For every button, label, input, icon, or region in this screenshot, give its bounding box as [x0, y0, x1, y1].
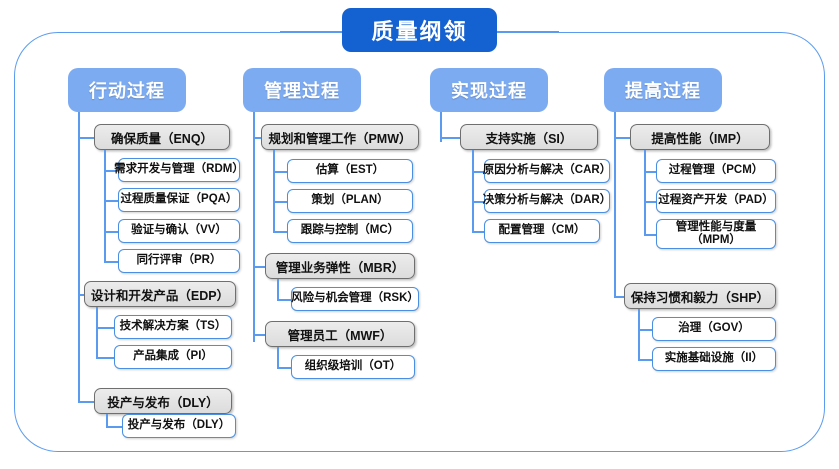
leaf-connector-1-0-1 [273, 201, 287, 203]
group-box-2-0[interactable]: 支持实施（SI） [460, 124, 598, 150]
column-header-2[interactable]: 实现过程 [430, 68, 548, 112]
leaf-connector-3-1-1 [638, 359, 652, 361]
leaf-box-1-0-2[interactable]: 跟踪与控制（MC） [287, 219, 413, 243]
group-box-1-0[interactable]: 规划和管理工作（PMW） [261, 124, 419, 150]
group-box-0-0[interactable]: 确保质量（ENQ） [94, 124, 230, 150]
title-connector-left [280, 31, 344, 33]
column-spine-0 [78, 112, 80, 402]
leaf-connector-0-1-1 [96, 357, 114, 359]
leaf-box-3-0-2[interactable]: 管理性能与度量（MPM） [656, 219, 776, 249]
group-spine-1-2 [277, 347, 279, 368]
leaf-box-0-0-3[interactable]: 同行评审（PR） [118, 249, 240, 273]
leaf-connector-0-0-0 [104, 170, 118, 172]
group-spine-3-0 [644, 150, 646, 235]
group-box-1-2[interactable]: 管理员工（MWF） [265, 321, 415, 347]
leaf-box-3-0-1[interactable]: 过程资产开发（PAD） [656, 189, 776, 213]
leaf-connector-1-2-0 [277, 367, 291, 369]
group-spine-0-1 [96, 307, 98, 358]
leaf-connector-3-0-2 [644, 234, 656, 236]
leaf-box-3-1-1[interactable]: 实施基础设施（II） [652, 347, 776, 371]
leaf-connector-1-1-0 [277, 299, 291, 301]
group-box-1-1[interactable]: 管理业务弹性（MBR） [265, 253, 415, 279]
column-header-1[interactable]: 管理过程 [243, 68, 361, 112]
column-header-0[interactable]: 行动过程 [68, 68, 186, 112]
leaf-connector-0-0-1 [104, 200, 118, 202]
group-box-0-2[interactable]: 投产与发布（DLY） [94, 388, 232, 414]
leaf-connector-2-0-1 [472, 201, 484, 203]
leaf-connector-3-0-0 [644, 171, 656, 173]
leaf-connector-0-1-0 [96, 327, 114, 329]
leaf-box-2-0-2[interactable]: 配置管理（CM） [484, 219, 600, 243]
group-connector-0-0 [78, 137, 94, 139]
column-header-3[interactable]: 提高过程 [604, 68, 722, 112]
group-connector-0-1 [78, 294, 84, 296]
leaf-box-1-1-0[interactable]: 风险与机会管理（RSK） [291, 287, 419, 311]
group-box-3-0[interactable]: 提高性能（IMP） [630, 124, 770, 150]
column-spine-2 [440, 112, 442, 142]
leaf-connector-2-0-2 [472, 231, 484, 233]
group-connector-1-0 [253, 137, 261, 139]
leaf-box-0-0-1[interactable]: 过程质量保证（PQA） [118, 188, 240, 212]
group-spine-3-1 [638, 309, 640, 360]
group-spine-2-0 [472, 150, 474, 231]
title-connector-right [495, 31, 559, 33]
root-title: 质量纲领 [342, 8, 497, 52]
leaf-box-0-1-1[interactable]: 产品集成（PI） [114, 345, 232, 369]
leaf-box-1-0-0[interactable]: 估算（EST） [287, 159, 413, 183]
leaf-box-0-0-0[interactable]: 需求开发与管理（RDM） [114, 158, 244, 182]
leaf-connector-1-0-0 [273, 171, 287, 173]
leaf-connector-0-0-3 [104, 261, 118, 263]
group-connector-3-0 [614, 137, 630, 139]
leaf-box-3-0-0[interactable]: 过程管理（PCM） [656, 159, 776, 183]
group-spine-0-0 [104, 150, 106, 261]
column-spine-3 [614, 112, 616, 297]
leaf-box-2-0-0[interactable]: 原因分析与解决（CAR） [483, 159, 611, 183]
leaf-box-0-0-2[interactable]: 验证与确认（VV） [118, 219, 240, 243]
leaf-connector-2-0-0 [472, 171, 484, 173]
leaf-box-1-2-0[interactable]: 组织级培训（OT） [291, 355, 415, 379]
group-spine-0-2 [106, 414, 108, 427]
group-box-0-1[interactable]: 设计和开发产品（EDP） [84, 281, 236, 307]
leaf-box-0-1-0[interactable]: 技术解决方案（TS） [114, 315, 232, 339]
leaf-connector-3-0-1 [644, 201, 656, 203]
leaf-box-1-0-1[interactable]: 策划（PLAN） [287, 189, 413, 213]
leaf-box-2-0-1[interactable]: 决策分析与解决（DAR） [483, 189, 611, 213]
leaf-connector-3-1-0 [638, 329, 652, 331]
group-connector-2-0 [440, 137, 460, 139]
leaf-connector-1-0-2 [273, 231, 287, 233]
leaf-box-0-2-0[interactable]: 投产与发布（DLY） [122, 414, 236, 438]
group-spine-1-0 [273, 150, 275, 231]
group-connector-1-2 [253, 334, 265, 336]
group-box-3-1[interactable]: 保持习惯和毅力（SHP） [624, 283, 776, 309]
leaf-connector-0-0-2 [104, 231, 118, 233]
group-connector-0-2 [78, 401, 94, 403]
group-spine-1-1 [277, 279, 279, 300]
group-connector-3-1 [614, 296, 624, 298]
leaf-box-3-1-0[interactable]: 治理（GOV） [652, 317, 776, 341]
leaf-connector-0-2-0 [106, 426, 122, 428]
group-connector-1-1 [253, 266, 265, 268]
column-spine-1 [253, 112, 255, 342]
